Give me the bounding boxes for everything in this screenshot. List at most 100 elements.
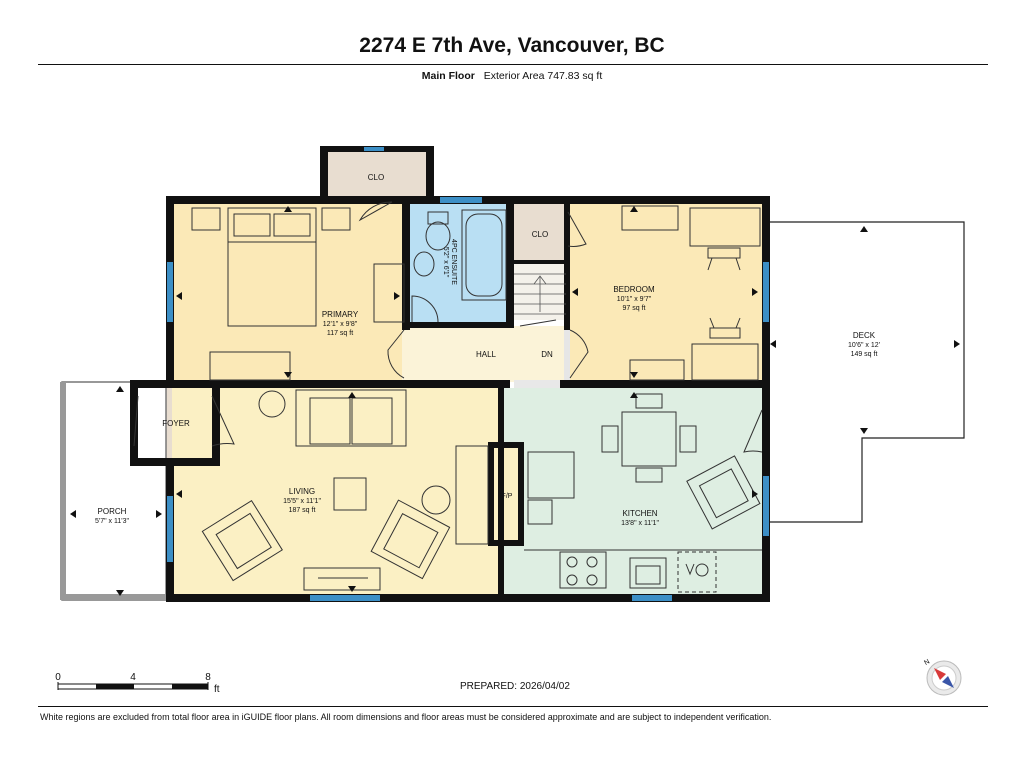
dishwasher: [677, 551, 717, 593]
furniture: [191, 205, 762, 593]
door-closet-top: [358, 201, 393, 222]
door-primary: [387, 329, 405, 379]
bedroom-dims: 10'1" x 9'7": [617, 296, 652, 303]
tub: [461, 209, 507, 301]
scale-tick-4: 4: [130, 672, 136, 683]
bedroom-dresser: [621, 205, 679, 231]
side-table-right: [421, 485, 451, 515]
ensuite-fill: [408, 202, 508, 324]
nightstand-left: [191, 207, 221, 231]
compass-north-label: N: [923, 658, 931, 667]
fireplace-fill: [492, 446, 520, 544]
living-area: 187 sq ft: [289, 507, 316, 514]
deck-area: 149 sq ft: [851, 351, 878, 358]
kitchen-sink: [629, 557, 667, 589]
header-divider: [38, 64, 988, 65]
room-labels: CLO PRIMARY 12'1" x 9'8" 117 sq ft 4PC E…: [95, 173, 880, 527]
deck-outline: [766, 221, 965, 523]
exterior-area-label: Exterior Area 747.83 sq ft: [483, 70, 603, 82]
doors: [133, 201, 763, 453]
primary-dresser: [209, 351, 291, 381]
kitchen-cabinet: [527, 451, 575, 499]
bedroom-area: 97 sq ft: [623, 305, 646, 312]
page-title: 2274 E 7th Ave, Vancouver, BC: [359, 34, 665, 57]
floor-label: Main Floor: [421, 70, 475, 82]
living-dims: 15'5" x 11'1": [283, 498, 321, 505]
scale-tick-0: 0: [55, 672, 61, 683]
window-closet: [364, 147, 384, 151]
door-ensuite: [411, 295, 439, 323]
stairs-down-label: DN: [541, 350, 553, 359]
sofa: [295, 389, 407, 447]
hall-fill: [408, 326, 566, 382]
armchair-right: [370, 499, 451, 580]
door-foyer: [133, 395, 139, 447]
door-foyer-inner: [211, 395, 235, 447]
porch-side-left: [60, 382, 66, 600]
footer-divider: [38, 706, 988, 707]
windows: [167, 147, 769, 601]
primary-name: PRIMARY: [322, 310, 359, 319]
armchair-left: [201, 499, 283, 582]
kitchen-dims: 13'8" x 11'1": [621, 520, 659, 527]
nightstand-right: [321, 207, 351, 231]
kitchen-fill: [504, 388, 762, 596]
porch-dims: 5'7" x 11'3": [95, 518, 129, 525]
prepared-date: PREPARED: 2026/04/02: [460, 681, 570, 692]
stairs: [514, 273, 566, 315]
porch-side-bottom: [62, 594, 166, 600]
toilet: [425, 221, 451, 251]
bedroom-desk-top: [689, 207, 761, 247]
closet-top-fill: [326, 150, 428, 196]
floor-subtitle: Main Floor Exterior Area 747.83 sq ft: [0, 70, 1024, 82]
exterior-areas: [60, 221, 965, 601]
openings: [402, 330, 570, 388]
compass-icon: N: [923, 658, 962, 696]
living-fill: [172, 388, 500, 596]
primary-desk: [373, 263, 405, 323]
scale-unit: ft: [214, 684, 220, 695]
ensuite-dims: 5'2" x 6'1": [442, 247, 449, 278]
dining-table: [621, 411, 677, 467]
primary-bed: [227, 207, 317, 327]
porch-name: PORCH: [98, 507, 127, 516]
window-living-bottom: [310, 595, 380, 601]
primary-fill: [172, 202, 404, 382]
door-hall: [519, 319, 557, 327]
bedroom-bench: [629, 359, 685, 381]
closet-bedroom-name: CLO: [532, 230, 548, 239]
primary-dims: 12'1" x 9'8": [323, 321, 358, 328]
sink-ensuite: [413, 251, 435, 277]
scale-tick-8: 8: [205, 672, 211, 683]
living-name: LIVING: [289, 487, 315, 496]
window-bedroom: [763, 262, 769, 322]
door-kitchen: [743, 409, 763, 453]
kitchen-armchair: [686, 455, 761, 530]
stove: [559, 551, 607, 589]
tv-console: [303, 567, 381, 591]
window-kitchen-bottom: [632, 595, 672, 601]
door-bedroom: [569, 329, 589, 379]
stairs-fill: [512, 264, 566, 320]
dimension-arrows: [70, 206, 960, 596]
primary-area: 117 sq ft: [327, 330, 353, 337]
bedroom-desk-bottom: [691, 343, 759, 381]
disclaimer-text: White regions are excluded from total fl…: [40, 712, 772, 722]
scale-bar: 0 4 8 ft: [55, 672, 220, 695]
ensuite-name: 4PC ENSUITE: [450, 239, 457, 285]
hall-name: HALL: [476, 350, 497, 359]
fireplace-name: F/P: [502, 493, 513, 500]
deck-dims: 10'6" x 12': [848, 342, 880, 349]
porch-outline: [61, 381, 167, 601]
window-kitchen-side: [763, 476, 769, 536]
deck-name: DECK: [853, 331, 876, 340]
window-living-side: [167, 496, 173, 562]
side-table-left: [258, 390, 286, 418]
foyer-name: FOYER: [162, 419, 190, 428]
bedroom-fill: [568, 202, 762, 382]
closet-bedroom-fill: [512, 204, 566, 262]
window-primary: [167, 262, 173, 322]
fireplace-hearth: [455, 445, 489, 545]
kitchen-name: KITCHEN: [622, 509, 657, 518]
